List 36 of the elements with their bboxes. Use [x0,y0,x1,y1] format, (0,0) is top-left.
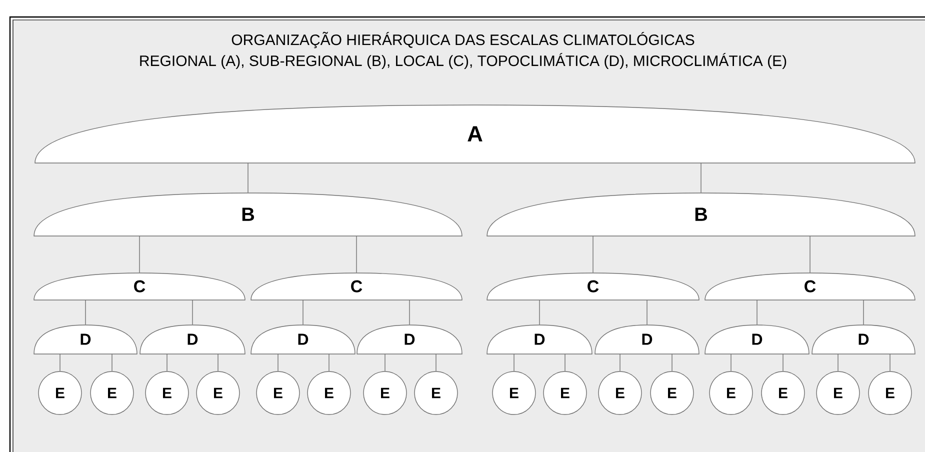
connector-line [139,236,140,273]
circle-node: E [90,371,134,415]
circle-node: E [414,371,458,415]
connector-line [409,300,410,325]
circle-node: E [709,371,753,415]
connector-line [85,300,86,325]
connector-line [782,354,784,372]
subtitle: REGIONAL (A), SUB-REGIONAL (B), LOCAL (C), TOPOCLIMÁTICA (D), MICROCLIMÁTICA (E) [140,52,786,70]
circle-node: E [543,371,587,415]
connector-line [539,300,540,325]
connector-line [646,300,648,325]
connector-line [166,354,168,372]
connector-line [302,300,304,325]
circle-node: E [816,371,860,415]
connector-line [384,354,386,372]
connector-line [564,354,566,372]
circle-node: E [256,371,300,415]
circle-node: E [650,371,694,415]
connector-line [730,354,732,372]
connector-line [592,236,594,273]
connector-line [356,236,357,273]
circle-node: E [868,371,912,415]
connector-line [192,300,193,325]
circle-node: E [492,371,536,415]
circle-node: E [196,371,240,415]
connector-line [700,162,702,193]
circle-node: E [307,371,351,415]
connector-line [756,300,758,325]
circle-node: E [761,371,805,415]
connector-line [863,300,864,325]
title: ORGANIZAÇÃO HIERÁRQUICA DAS ESCALAS CLIMATOLÓGICAS [232,32,694,48]
circle-node: E [363,371,407,415]
connector-line [328,354,330,372]
circle-node: E [598,371,642,415]
circle-node: E [145,371,189,415]
circle-node: E [38,371,82,415]
